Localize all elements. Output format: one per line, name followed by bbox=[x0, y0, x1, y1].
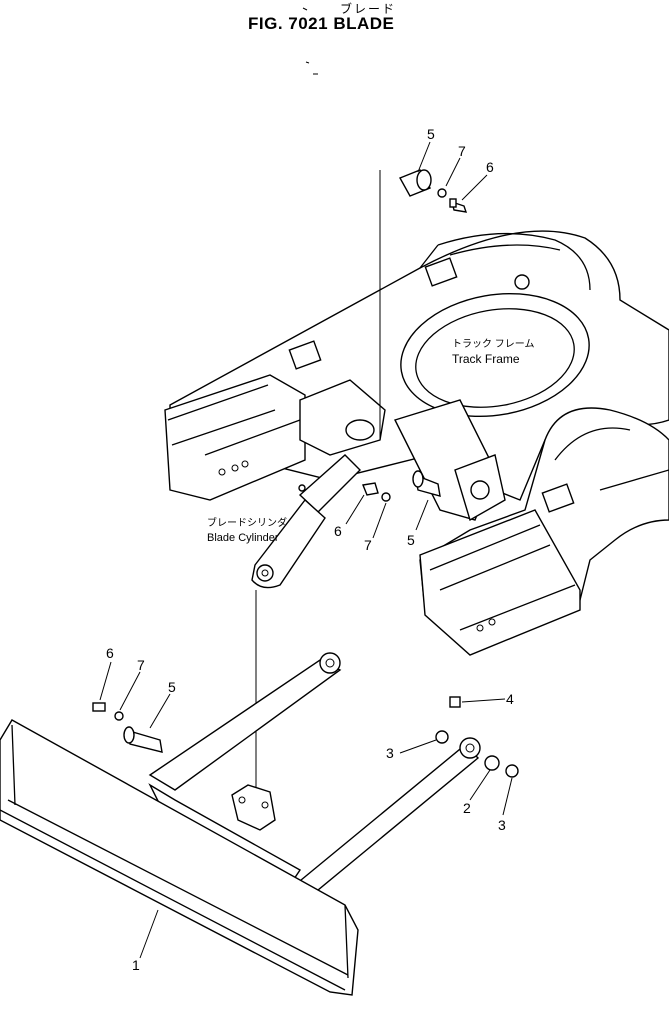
leader-lines bbox=[99, 141, 513, 959]
callout-7: 7 bbox=[364, 537, 372, 553]
callout-6: 6 bbox=[486, 159, 494, 175]
callout-2: 2 bbox=[463, 800, 471, 816]
callout-7: 7 bbox=[458, 143, 466, 159]
blade-cylinder-label: Blade Cylinder bbox=[207, 532, 279, 544]
blade-cylinder-label-jp: ブレードシリンダ bbox=[207, 516, 287, 529]
track-frame bbox=[164, 230, 669, 656]
track-frame-label-jp: トラック フレーム bbox=[452, 338, 534, 350]
callout-7: 7 bbox=[137, 657, 145, 673]
figure-title-japanese: ブレード bbox=[340, 2, 397, 16]
track-frame-label: Track Frame bbox=[452, 352, 520, 366]
callout-6: 6 bbox=[106, 645, 114, 661]
mid-pin-assembly bbox=[362, 470, 441, 502]
callout-5: 5 bbox=[168, 679, 176, 695]
blade-cylinder bbox=[251, 419, 375, 589]
callout-3: 3 bbox=[498, 817, 506, 833]
right-bushing-assembly bbox=[435, 696, 519, 778]
figure-title: FIG. 7021 BLADE bbox=[248, 14, 395, 33]
callout-4: 4 bbox=[506, 691, 514, 707]
title-specks bbox=[302, 7, 318, 75]
callout-6: 6 bbox=[334, 523, 342, 539]
callout-1: 1 bbox=[132, 957, 140, 973]
callout-5: 5 bbox=[427, 126, 435, 142]
callout-3: 3 bbox=[386, 745, 394, 761]
left-pin-assembly bbox=[92, 702, 163, 753]
callout-5: 5 bbox=[407, 532, 415, 548]
top-pin-assembly bbox=[399, 169, 468, 213]
blade-assembly bbox=[0, 652, 481, 996]
